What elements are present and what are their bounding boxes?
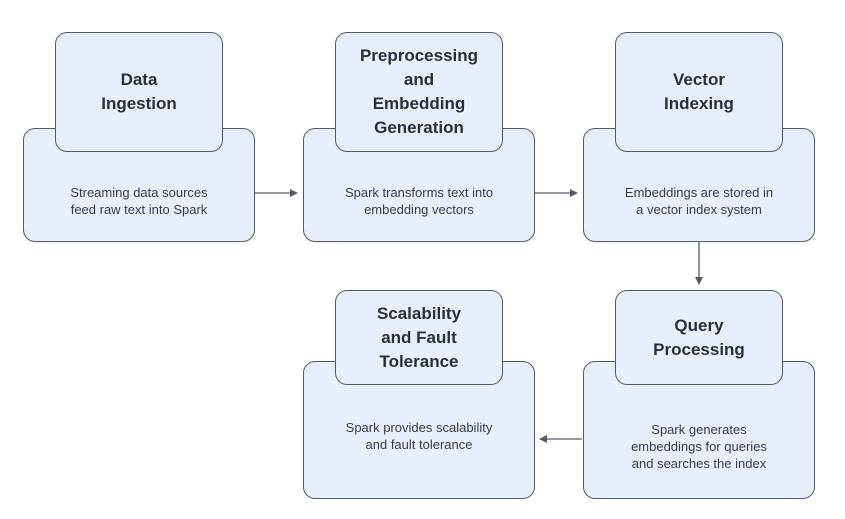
query-processing-description: Spark generates embeddings for queries a… bbox=[631, 421, 767, 471]
vector-indexing-description: Embeddings are stored in a vector index … bbox=[624, 185, 774, 217]
scalability-title: Scalability and Fault Tolerance bbox=[376, 303, 462, 371]
preprocessing-title-box: Preprocessing and Embedding Generation bbox=[335, 32, 503, 152]
scalability-description: Spark provides scalability and fault tol… bbox=[345, 420, 493, 452]
preprocessing-description: Spark transforms text into embedding vec… bbox=[344, 185, 494, 217]
preprocessing-title: Preprocessing and Embedding Generation bbox=[359, 46, 479, 137]
data-ingestion-title-box: Data Ingestion bbox=[55, 32, 223, 152]
vector-indexing-title: Vector Indexing bbox=[664, 70, 734, 113]
data-ingestion-title: Data Ingestion bbox=[101, 70, 177, 113]
scalability-title-box: Scalability and Fault Tolerance bbox=[335, 290, 503, 385]
query-processing-title: Query Processing bbox=[653, 315, 745, 359]
query-processing-title-box: Query Processing bbox=[615, 290, 783, 385]
vector-indexing-title-box: Vector Indexing bbox=[615, 32, 783, 152]
data-ingestion-description: Streaming data sources feed raw text int… bbox=[70, 185, 208, 217]
